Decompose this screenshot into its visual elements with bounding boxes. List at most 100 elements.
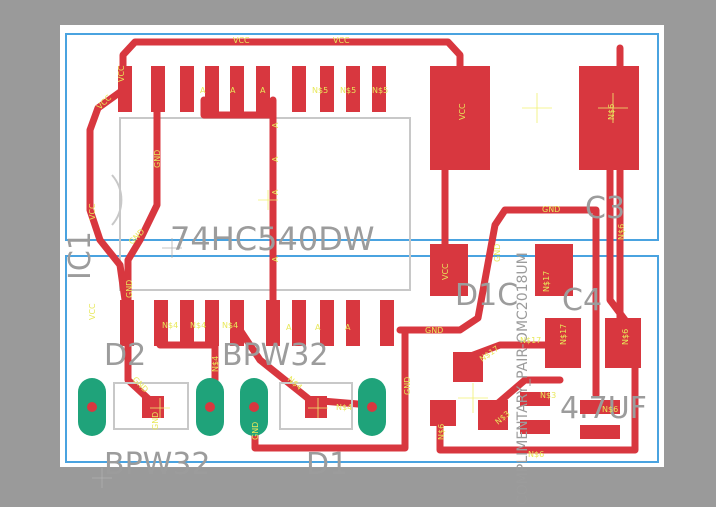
d1-name-label: D1 — [306, 447, 348, 482]
trace-vcc-left — [86, 86, 129, 304]
net-ns5-3: N$5 — [372, 86, 388, 95]
net-a-2: A — [230, 86, 236, 95]
net-a-8: A — [286, 323, 292, 332]
net-a-6: A — [271, 189, 280, 195]
net-ns4-4: N$4 — [211, 356, 220, 372]
ic1-name-label: IC1 — [63, 231, 98, 280]
ic1-pad-14 — [205, 300, 219, 346]
net-ns6-4: N$6 — [602, 405, 618, 414]
trace-ns6-bottom — [436, 341, 639, 454]
d2-pad-square — [142, 396, 164, 418]
trace-a-horizontal — [200, 96, 277, 119]
sot-pad-5[interactable] — [520, 420, 550, 434]
c-vcc-pad[interactable] — [430, 66, 490, 170]
d2-footprint[interactable] — [78, 378, 224, 436]
net-vcc-5: VCC — [88, 203, 97, 220]
net-gnd-1: GND — [153, 150, 162, 168]
ic1-value-label: 74HC540DW — [170, 220, 374, 258]
ic1-pad-7 — [292, 66, 306, 112]
ic1-pad-9 — [346, 66, 360, 112]
net-vcc-7: VCC — [458, 103, 467, 120]
trace-gnd-right — [396, 206, 600, 399]
trace-ns4-mid — [236, 326, 374, 409]
d2-outline — [113, 382, 189, 430]
d1-outline — [279, 382, 353, 430]
net-vcc-1: VCC — [233, 36, 250, 45]
ic1-pad-2 — [151, 66, 165, 112]
sot-vertical-label: COMPLIMENTARY_PAIR-OMC2018UM — [515, 252, 531, 505]
sot-pad-3[interactable] — [478, 400, 508, 430]
c4-name-label: C4 — [562, 283, 602, 318]
ic1-notch — [111, 174, 123, 226]
sot-pad-2[interactable] — [430, 400, 456, 426]
c4-pad-left[interactable] — [545, 318, 581, 368]
net-a-10: A — [345, 323, 351, 332]
net-gnd-5: GND — [151, 412, 160, 430]
d1c-name-label: D1C — [455, 278, 518, 313]
d1-footprint[interactable] — [240, 378, 386, 436]
sot-pad-7[interactable] — [580, 425, 620, 439]
net-a-4: A — [271, 122, 280, 128]
net-ns4-6: N$4 — [336, 403, 352, 412]
net-ns4-2: N$4 — [190, 321, 206, 330]
ic1-pad-4 — [205, 66, 219, 112]
ic1-pad-12 — [154, 300, 168, 346]
net-ns5-1: N$5 — [312, 86, 328, 95]
net-vcc-8: VCC — [441, 263, 450, 280]
d1-drill-right — [367, 402, 377, 412]
ic1-pad-10 — [372, 66, 386, 112]
net-vcc-2: VCC — [333, 36, 350, 45]
c3-name-label: C3 — [585, 191, 625, 226]
ic1-pads-bottom[interactable] — [120, 300, 394, 346]
net-gnd-3: GND — [125, 280, 134, 298]
ic1-pad-5 — [230, 66, 244, 112]
net-vcc-3: VCC — [117, 65, 126, 82]
net-ns17-3: N$17 — [559, 324, 568, 345]
c4-pad-right[interactable] — [605, 318, 641, 368]
ic1-pad-11 — [120, 300, 134, 346]
net-ns3-2: N$3 — [540, 391, 556, 400]
net-ns17-2: N$17 — [520, 336, 541, 345]
sot-pad-4[interactable] — [520, 392, 550, 406]
ic1-pad-15 — [230, 300, 244, 346]
net-gnd-6: GND — [251, 422, 260, 440]
c4-value-label: 4.7UF — [560, 391, 647, 426]
net-ns5-2: N$5 — [340, 86, 356, 95]
ic1-pad-20 — [380, 300, 394, 346]
net-a-9: A — [315, 323, 321, 332]
ic1-pad-8 — [320, 66, 334, 112]
d1c-pad-left[interactable] — [430, 244, 468, 296]
net-gnd-8: GND — [425, 326, 443, 335]
d1-drill-left — [249, 402, 259, 412]
net-gnd-7: GND — [403, 377, 412, 395]
c3-pad[interactable] — [579, 66, 639, 170]
net-ns4-3: N$4 — [222, 321, 238, 330]
ic1-pad-13 — [180, 300, 194, 346]
net-gnd-9: GND — [542, 205, 560, 214]
net-ns6-1: N$6 — [607, 104, 616, 120]
trace-vcc-top — [119, 38, 464, 92]
board-outline-bottom — [65, 255, 659, 463]
net-a-5: A — [271, 156, 280, 162]
net-a-7: A — [271, 256, 280, 262]
sot-pad-6[interactable] — [580, 400, 620, 414]
trace-gnd-left — [124, 86, 161, 304]
ic1-pad-1 — [118, 66, 132, 112]
origin-crosses — [92, 93, 628, 488]
ic1-pad-3 — [180, 66, 194, 112]
net-a-1: A — [200, 86, 206, 95]
net-ns6-2: N$6 — [617, 224, 626, 240]
d1c-pad-right[interactable] — [535, 244, 573, 296]
ic1-pad-16 — [266, 300, 280, 346]
d1-value-label: BPW32 — [222, 338, 329, 373]
net-a-3: A — [260, 86, 266, 95]
net-ns17-4: N$17 — [542, 271, 551, 292]
ic1-pad-18 — [320, 300, 334, 346]
sot-pad-1[interactable] — [453, 352, 483, 382]
net-ns6-6: N$6 — [437, 424, 446, 440]
board-outline-top — [65, 33, 659, 241]
ic1-pads-top[interactable] — [118, 66, 386, 112]
ic1-pad-6 — [256, 66, 270, 112]
